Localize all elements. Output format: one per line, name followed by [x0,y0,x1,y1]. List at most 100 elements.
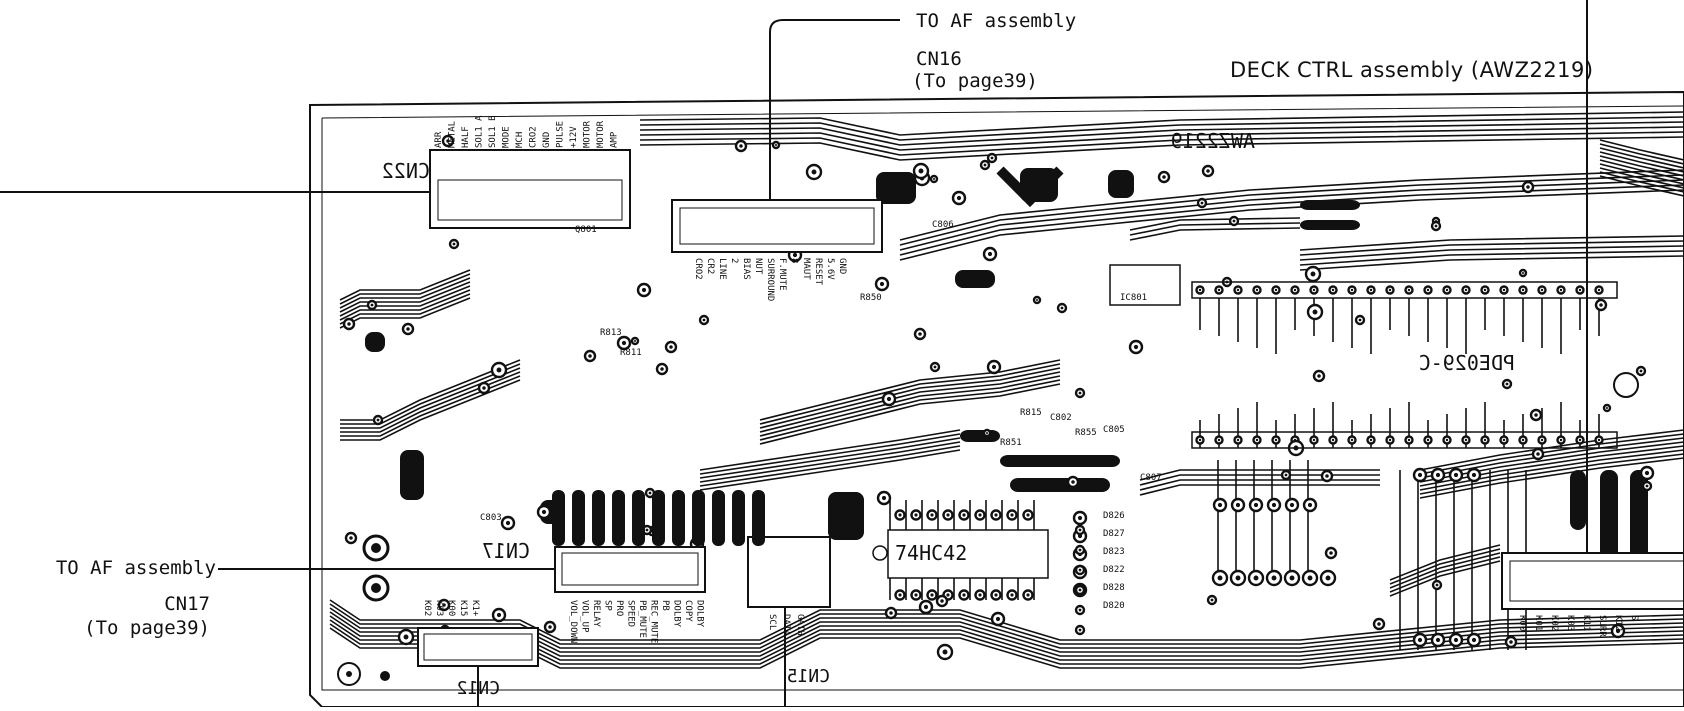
pad-hole [496,612,502,618]
pad-hole [1078,528,1082,532]
pad-hole [1435,583,1439,587]
cn17-pin-label: DOLBY [672,600,682,628]
component-label: R850 [860,293,882,303]
trace [899,174,1684,246]
pad-hole [1060,306,1064,310]
pad-hole [1597,288,1601,292]
pad-hole [1483,438,1487,442]
pad-hole [1271,575,1277,581]
cn16-pin-label: SURROUND [765,258,775,301]
pad-hole [914,593,918,597]
pad-hole [1388,438,1392,442]
pad-hole [1597,438,1601,442]
trace [759,363,1061,425]
callout-leaders [0,0,1588,707]
pad-hole [1071,480,1075,484]
diode-label: D822 [1103,565,1125,575]
pad-hole [1521,271,1525,275]
copper-pour [1300,200,1360,210]
pad-hole [1369,438,1373,442]
pad-hole [1312,438,1316,442]
cn22-pin-label: AMP [610,131,620,148]
callout-top-line2: CN16 [916,48,962,70]
trace [699,429,961,471]
cn22-pin-label: SOL1 A [475,115,485,148]
pad-hole [923,604,929,610]
cn22-pin-label: HALF [461,126,471,148]
trace [339,285,471,317]
leader-top-cn16 [769,19,900,200]
trace [759,371,1061,433]
mounting-holes [337,372,1639,686]
trace [329,603,1684,645]
resistor-finger [732,490,745,546]
pad-hole [1521,288,1525,292]
diode-label: D827 [1103,529,1125,539]
trace [1599,147,1684,169]
cn16-pin-label: 5.6V [825,258,835,280]
pad-hole [1206,169,1210,173]
pad-hole [1078,588,1082,592]
trace [759,375,1061,437]
pad-hole [985,431,989,435]
pad-hole [1426,288,1430,292]
pad-hole [1435,637,1441,643]
copper-pour [1300,220,1360,230]
pad-hole [1377,622,1381,626]
pad-hole [541,509,547,515]
pad-hole [1310,271,1316,277]
pcb-traces [329,111,1684,669]
pad-hole [774,143,778,147]
copper-pour [400,450,424,500]
trace [339,281,471,313]
pad-hole [1369,288,1373,292]
trace [1129,227,1301,241]
cn22-pin-label: PULSE [556,121,566,148]
cn22-pin-label: CRO2 [529,126,539,148]
cn22-pin-label: SOL1 B [488,115,498,148]
mirror-label-cn22: CN22 [382,159,430,183]
pad-hole [1026,513,1030,517]
mirror-label-awz: AWZ2219 [1171,129,1255,153]
pad-hole [886,396,892,402]
cn12-pin-label: K15 [458,600,468,616]
resistor-finger [592,490,605,546]
component-label: Q801 [575,225,597,235]
trace [339,269,471,301]
ic-label-74hc42: 74HC42 [895,541,967,565]
ic-74hc42 [872,529,1049,579]
pad-hole [933,365,937,369]
right-pin-label: K02 [1549,615,1559,631]
pad-hole [1578,438,1582,442]
callout-left-line1: TO AF assembly [55,557,216,579]
resistor-finger [692,490,705,546]
connector-cn12 [417,627,539,667]
callout-left-line3: (To page39) [84,617,210,639]
pad-hole [1358,318,1362,322]
trace [1389,544,1501,581]
pad-hole [1078,391,1082,395]
cn17-pin-label: VOL_UP [580,600,590,633]
trace [340,367,521,429]
resistor-finger [752,490,765,546]
pad-hole [1217,438,1221,442]
connector-cn15 [747,536,831,608]
copper-pour [1010,478,1110,492]
assembly-title: DECK CTRL assembly (AWZ2219) [1230,58,1594,82]
copper-pour [1600,470,1618,560]
pad-hole [1471,637,1477,643]
cn16-pin-label: NUT [753,258,763,275]
pad-hole [1407,438,1411,442]
trace [1299,240,1684,256]
trace [1419,449,1684,491]
trace [639,126,1684,151]
diode-label: D823 [1103,547,1125,557]
pad-hole [1350,288,1354,292]
trace [1599,171,1684,193]
trace [699,437,961,479]
trace [340,363,521,425]
resistor-finger [612,490,625,546]
trace [1419,433,1684,475]
pad-hole [1289,575,1295,581]
trace [899,189,1684,261]
